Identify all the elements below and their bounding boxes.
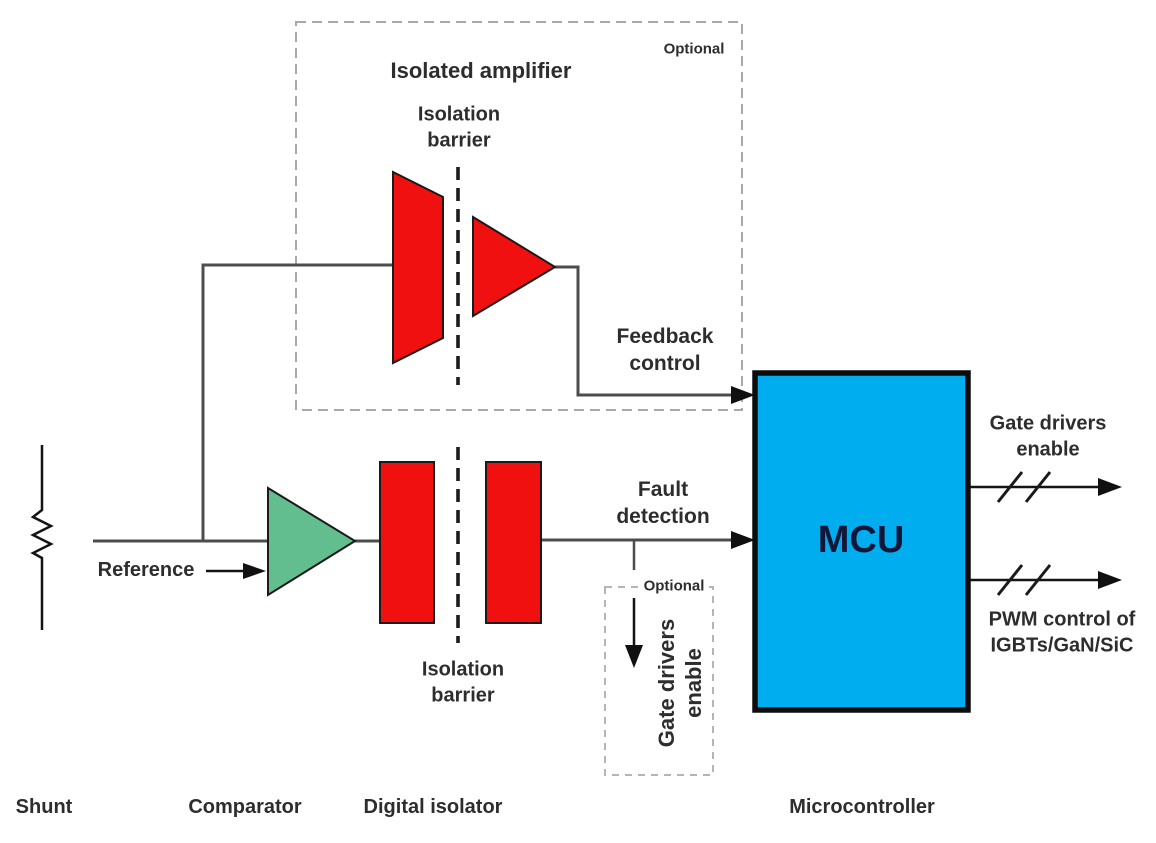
optional-isolated-amplifier-box bbox=[295, 21, 743, 411]
pwm-line2: IGBTs/GaN/SiC bbox=[990, 634, 1134, 656]
digital-isolator-left-block bbox=[379, 461, 435, 624]
isolation-barrier-top-line1: Isolation bbox=[417, 103, 501, 126]
isolation-barrier-label-bottom: Isolation barrier bbox=[422, 657, 504, 708]
gate-enable-line2: enable bbox=[1016, 438, 1080, 460]
gate-drivers-vertical-line2: enable bbox=[681, 648, 706, 718]
isolation-barrier-bottom-line2: barrier bbox=[431, 684, 495, 706]
footer-comparator-label: Comparator bbox=[188, 796, 302, 819]
feedback-line1: Feedback bbox=[616, 325, 714, 349]
isolation-barrier-bottom-line1: Isolation bbox=[421, 658, 505, 681]
feedback-arrowhead bbox=[731, 386, 755, 404]
pwm-line1: PWM control of bbox=[988, 608, 1136, 631]
isolated-amplifier-title: Isolated amplifier bbox=[390, 57, 572, 83]
pwm-arrowhead bbox=[1098, 571, 1122, 589]
footer-microcontroller-label: Microcontroller bbox=[789, 796, 935, 819]
comparator-triangle bbox=[267, 486, 357, 597]
feedback-control-label: Feedback control bbox=[617, 324, 714, 378]
pwm-control-label: PWM control of IGBTs/GaN/SiC bbox=[989, 607, 1136, 658]
optional-tag-top: Optional bbox=[663, 40, 725, 58]
mcu-label: MCU bbox=[818, 519, 905, 561]
branch-to-isolated-amplifier-wire bbox=[201, 263, 393, 541]
optional-down-arrowhead bbox=[625, 645, 643, 668]
gate-drivers-vertical-line1: Gate drivers bbox=[654, 618, 680, 748]
pwm-bus-slash-2 bbox=[1024, 564, 1052, 596]
reference-arrowhead bbox=[243, 563, 266, 579]
isolated-amplifier-input-stage bbox=[392, 170, 444, 365]
isolation-barrier-top-line2: barrier bbox=[427, 129, 491, 151]
feedback-line2: control bbox=[629, 352, 701, 375]
pwm-bus-slash-1 bbox=[996, 564, 1024, 596]
shunt-resistor-symbol bbox=[30, 445, 54, 630]
footer-shunt-label: Shunt bbox=[15, 796, 73, 819]
gate-enable-bus-slash-1 bbox=[996, 471, 1024, 503]
gate-enable-line1: Gate drivers bbox=[989, 412, 1107, 435]
gate-drivers-enable-vertical-label: Gate drivers enable bbox=[654, 619, 708, 747]
fault-line1: Fault bbox=[637, 478, 689, 502]
footer-digital-isolator-label: Digital isolator bbox=[363, 796, 503, 819]
gate-enable-arrowhead bbox=[1098, 478, 1122, 496]
digital-isolator-right-block bbox=[485, 461, 542, 624]
fault-line2: detection bbox=[616, 505, 710, 528]
gate-drivers-enable-label: Gate drivers enable bbox=[990, 411, 1107, 462]
mcu-block bbox=[752, 370, 971, 713]
fault-detection-label: Fault detection bbox=[616, 477, 709, 531]
feedback-control-wire bbox=[555, 265, 733, 397]
optional-tag-bottom: Optional bbox=[639, 576, 709, 596]
fault-arrowhead bbox=[731, 531, 755, 549]
reference-label: Reference bbox=[97, 559, 195, 582]
isolated-amplifier-output-stage bbox=[472, 215, 557, 318]
isolation-barrier-label-top: Isolation barrier bbox=[418, 102, 500, 153]
gate-enable-bus-slash-2 bbox=[1024, 471, 1052, 503]
